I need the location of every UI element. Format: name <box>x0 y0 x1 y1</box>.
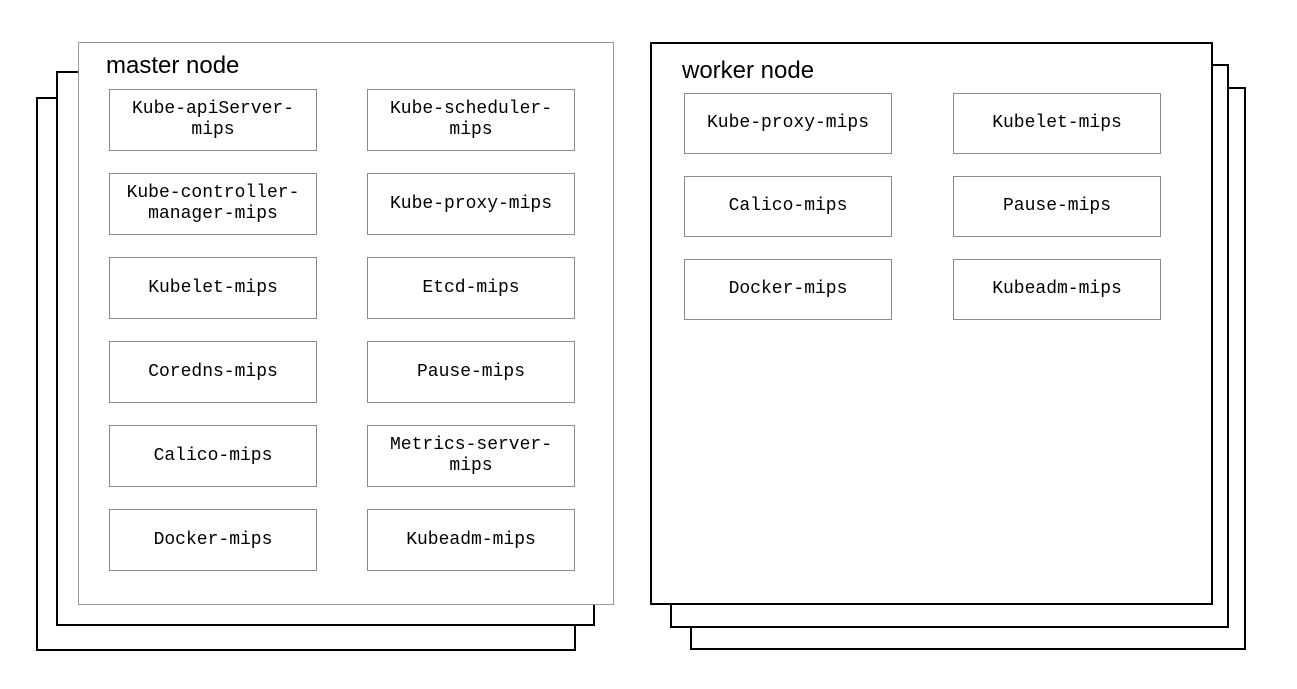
component-box-calico-mips: Calico-mips <box>684 176 892 237</box>
component-label: Kube-proxy-mips <box>389 193 553 214</box>
component-box-kube-apiserver-mips: Kube-apiServer- mips <box>109 89 317 151</box>
component-label: Docker-mips <box>153 529 273 550</box>
component-label: Docker-mips <box>728 279 848 299</box>
component-label: Kube-proxy-mips <box>706 113 870 133</box>
component-label: Kubelet-mips <box>148 277 278 298</box>
component-box-kube-controller-manager-mips: Kube-controller- manager-mips <box>109 173 317 235</box>
component-label: Calico-mips <box>728 196 848 216</box>
component-box-kubeadm-mips: Kubeadm-mips <box>953 259 1161 320</box>
component-label: Kube-apiServer- mips <box>131 99 295 140</box>
component-label: Calico-mips <box>153 445 273 466</box>
component-box-coredns-mips: Coredns-mips <box>109 341 317 403</box>
component-box-calico-mips: Calico-mips <box>109 425 317 487</box>
component-box-kube-proxy-mips: Kube-proxy-mips <box>684 93 892 154</box>
worker-node-box: worker node Kube-proxy-mips Kubelet-mips… <box>650 42 1213 605</box>
component-box-kube-proxy-mips: Kube-proxy-mips <box>367 173 575 235</box>
component-label: Kubeadm-mips <box>406 529 536 550</box>
component-label: Etcd-mips <box>422 277 520 298</box>
worker-node-title: worker node <box>682 57 815 84</box>
component-box-etcd-mips: Etcd-mips <box>367 257 575 319</box>
component-box-docker-mips: Docker-mips <box>109 509 317 571</box>
master-components-grid: Kube-apiServer- mips Kube-scheduler- mip… <box>109 89 575 571</box>
component-box-pause-mips: Pause-mips <box>367 341 575 403</box>
master-node-title: master node <box>106 52 240 79</box>
component-box-kubelet-mips: Kubelet-mips <box>109 257 317 319</box>
component-label: Pause-mips <box>416 361 526 382</box>
component-label: Kubelet-mips <box>992 113 1122 133</box>
component-label: Coredns-mips <box>148 361 278 382</box>
component-label: Metrics-server- mips <box>389 435 553 476</box>
component-box-kube-scheduler-mips: Kube-scheduler- mips <box>367 89 575 151</box>
component-label: Kube-controller- manager-mips <box>126 183 300 224</box>
component-label: Kubeadm-mips <box>992 279 1122 299</box>
component-box-docker-mips: Docker-mips <box>684 259 892 320</box>
component-box-kubeadm-mips: Kubeadm-mips <box>367 509 575 571</box>
master-node-box: master node Kube-apiServer- mips Kube-sc… <box>78 42 614 605</box>
component-label: Kube-scheduler- mips <box>389 99 553 140</box>
worker-components-grid: Kube-proxy-mips Kubelet-mips Calico-mips… <box>684 93 1161 320</box>
component-box-kubelet-mips: Kubelet-mips <box>953 93 1161 154</box>
component-box-pause-mips: Pause-mips <box>953 176 1161 237</box>
component-label: Pause-mips <box>1002 196 1112 216</box>
component-box-metrics-server-mips: Metrics-server- mips <box>367 425 575 487</box>
